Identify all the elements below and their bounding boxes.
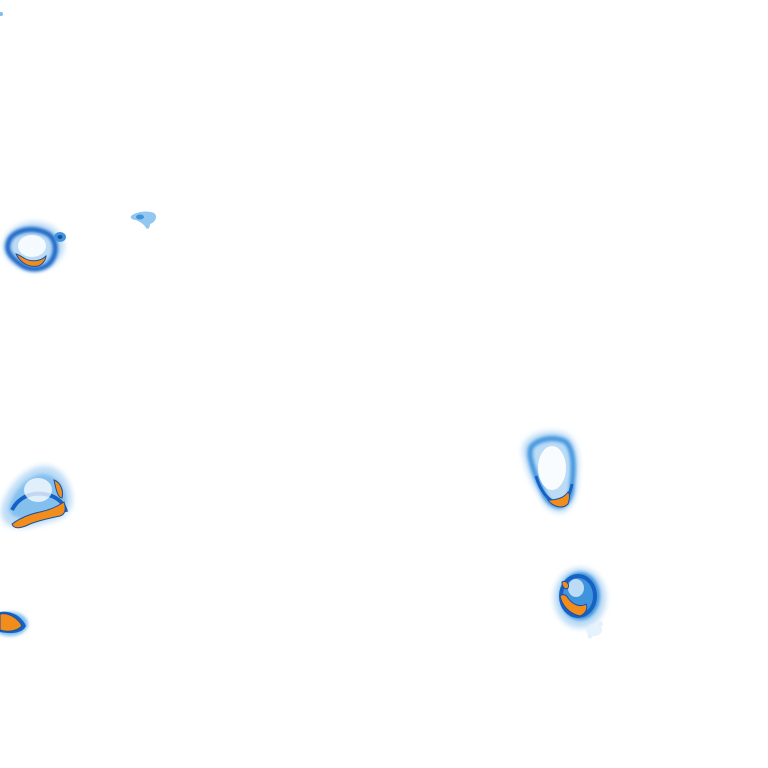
core-region (15, 253, 47, 267)
storm-cell-1 (4, 222, 66, 272)
echo-inner (568, 579, 584, 597)
storm-cell-2 (130, 211, 157, 229)
core-region (11, 501, 66, 529)
storm-cell-4 (0, 611, 28, 636)
core-region (0, 613, 23, 632)
echo-ring (5, 227, 58, 272)
core-region (561, 581, 569, 590)
core-region (547, 491, 570, 508)
echo-inner (24, 478, 52, 502)
storm-cell-7 (587, 621, 603, 639)
echo-fleck-core (57, 235, 63, 239)
echo-patch (130, 211, 157, 229)
echo-inner (538, 446, 566, 490)
echo-trail (586, 624, 602, 636)
core-region (559, 594, 588, 617)
echo-speck (597, 621, 603, 627)
echo-speck (587, 633, 593, 639)
storm-cell-3 (1, 466, 72, 529)
echo-dot (136, 214, 144, 220)
core-region (53, 479, 63, 499)
echo-speck (0, 12, 3, 16)
storm-cell-5 (522, 431, 579, 513)
echo-inner (18, 235, 46, 257)
storm-cell-6 (554, 568, 606, 636)
